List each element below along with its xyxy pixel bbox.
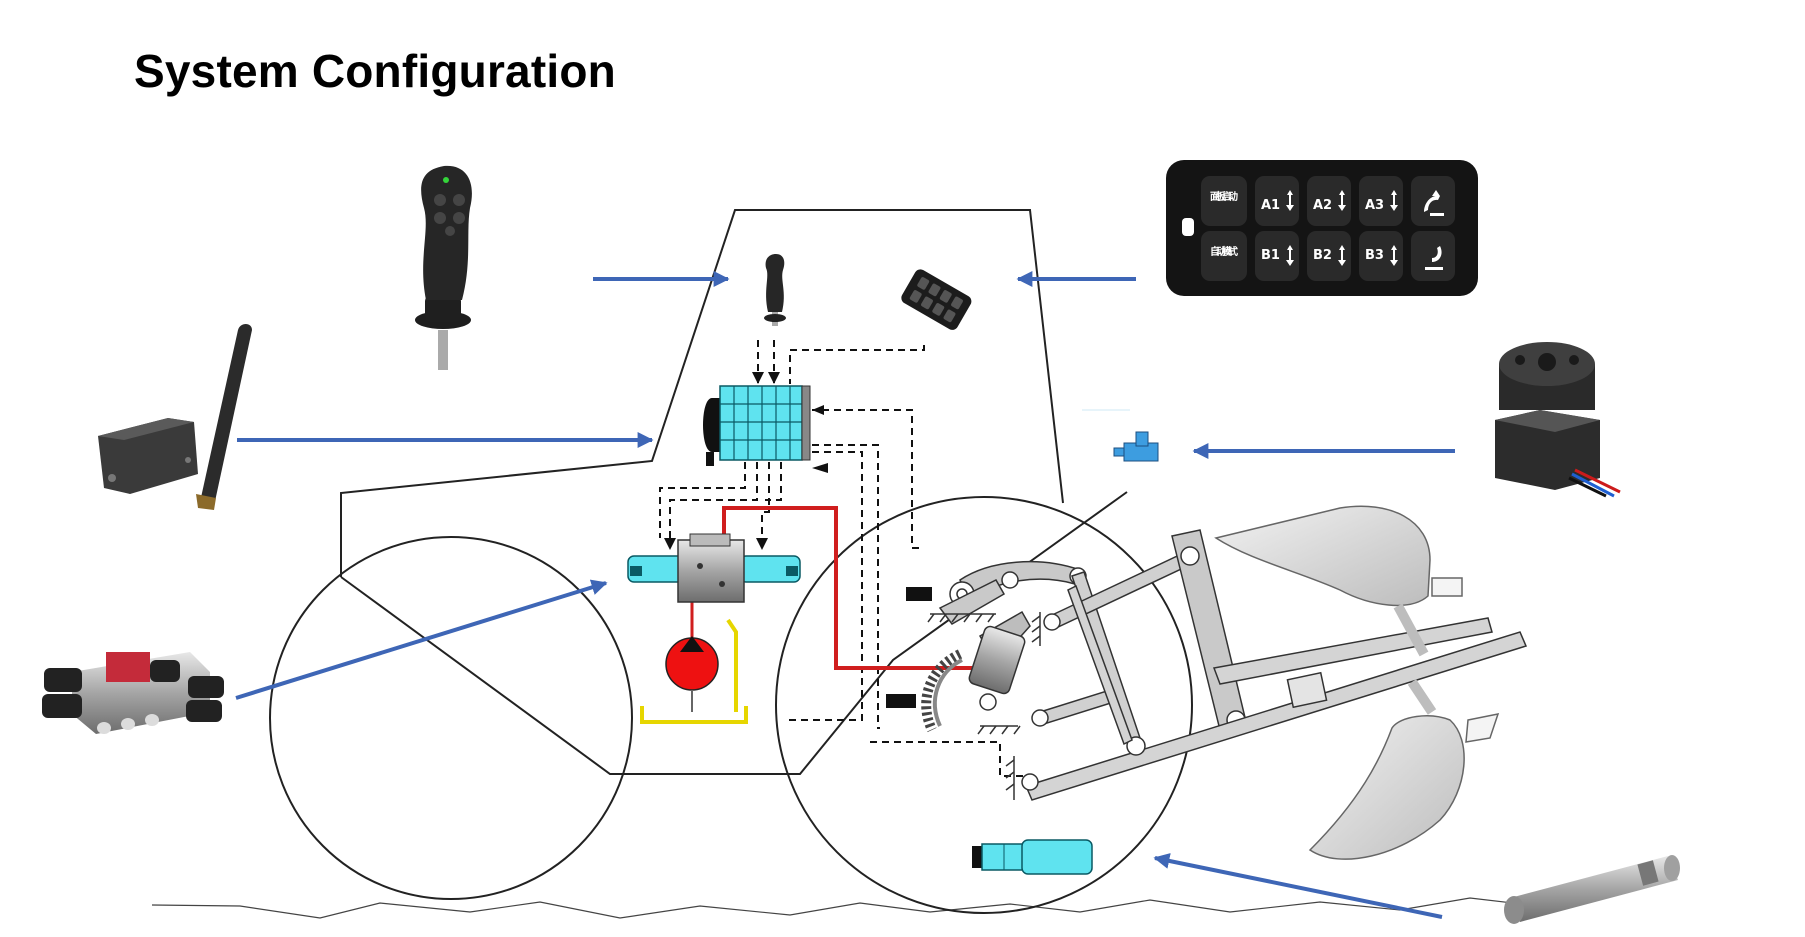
front-wheel <box>269 536 633 900</box>
panel-start-label: 面板启动 <box>1210 190 1238 203</box>
hydraulic-pressure-line <box>722 506 982 670</box>
solenoid-valve-block <box>42 652 224 734</box>
ground-line <box>151 897 1531 919</box>
page-title: System Configuration <box>134 45 616 97</box>
pointer-arrows <box>235 271 1455 919</box>
oil-tank <box>640 618 748 724</box>
force-pin-sensor <box>1504 855 1680 924</box>
hydraulic-pump <box>665 636 719 712</box>
panel-button-a3: A3 <box>1365 198 1384 213</box>
panel-button-b2: B2 <box>1313 248 1332 263</box>
three-point-hitch <box>938 529 1528 801</box>
small-force-pin-icon <box>972 839 1093 875</box>
fixed-pivot-icon <box>927 612 1041 800</box>
small-joystick-icon <box>764 254 786 326</box>
panel-auto-mode-label: 自动模式 <box>1210 245 1238 258</box>
arrow-force-pin <box>1153 853 1443 919</box>
control-panel: 面板启动 自动模式 A1 A2 A3 B1 B2 B3 <box>1166 160 1478 296</box>
wireless-controller <box>98 324 252 510</box>
panel-button-a2: A2 <box>1313 198 1332 213</box>
pressure-sensor-block <box>886 694 916 708</box>
plough-raise-icon <box>1424 190 1444 216</box>
small-control-panel-icon <box>901 269 972 330</box>
signal-arrowheads <box>664 372 828 550</box>
sector-gear-icon <box>921 649 963 733</box>
position-sensor <box>1495 342 1621 498</box>
valve-stack <box>627 533 801 603</box>
panel-button-b3: B3 <box>1365 248 1384 263</box>
signal-wires <box>659 340 1034 777</box>
plow <box>1214 505 1500 860</box>
rear-wheel <box>775 496 1193 914</box>
small-position-sensor-icon <box>1082 409 1159 462</box>
panel-button-a1: A1 <box>1261 198 1280 213</box>
antenna-icon <box>200 324 252 506</box>
panel-button-b1: B1 <box>1261 248 1280 263</box>
plough-lower-icon <box>1425 246 1443 270</box>
joystick-handle <box>415 165 472 370</box>
up-down-arrow-icon <box>1286 190 1398 266</box>
angle-sensor-block <box>906 587 932 601</box>
electronic-control-unit <box>703 385 811 466</box>
arrow-solenoid-valve <box>235 579 608 700</box>
